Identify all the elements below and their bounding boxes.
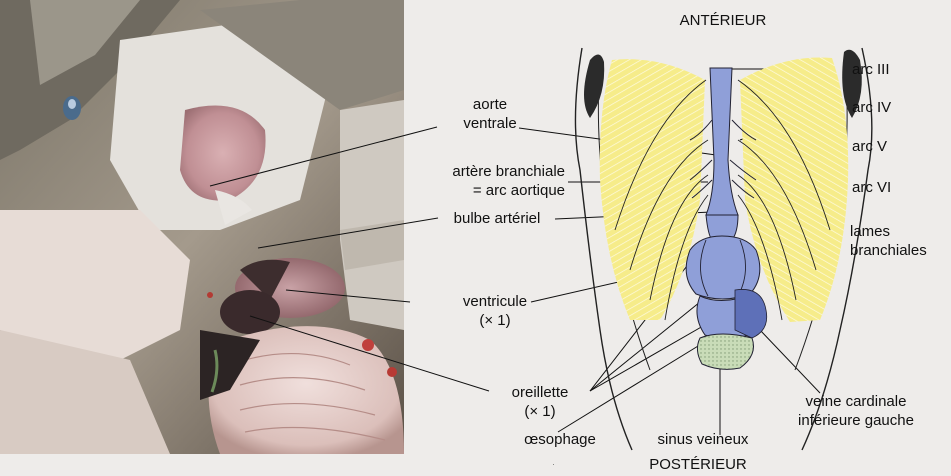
cardinal-vein: [735, 289, 767, 338]
svg-text:·: ·: [552, 459, 555, 469]
label-aorte-ventrale-line1: aorte: [435, 95, 545, 114]
orientation-posterior: POSTÉRIEUR: [618, 455, 778, 474]
label-arc-III: arc III: [852, 60, 890, 79]
label-veine-cardinale: veine cardinale inférieure gauche: [776, 392, 936, 430]
label-lames-branchiales: lames branchiales: [850, 222, 927, 260]
label-arc-V: arc V: [852, 137, 887, 156]
label-sinus-veineux: sinus veineux: [638, 430, 768, 449]
label-arc-VI: arc VI: [852, 178, 891, 197]
dissection-photo: [0, 0, 404, 454]
label-artere-branchiale-line1: artère branchiale: [415, 162, 565, 181]
sinus-venosus: [697, 334, 753, 369]
label-lames-branchiales-line1: lames: [850, 222, 927, 241]
label-veine-cardinale-line2: inférieure gauche: [776, 411, 936, 430]
label-artere-branchiale-line2: = arc aortique: [415, 181, 565, 200]
label-ventricule-line1: ventricule: [450, 292, 540, 311]
label-aorte-ventrale-line2: ventrale: [435, 114, 545, 133]
label-bulbe-arteriel: bulbe artériel: [437, 209, 557, 228]
label-oreillette-line2: (× 1): [495, 402, 585, 421]
label-artere-branchiale: artère branchiale = arc aortique: [415, 162, 565, 200]
label-oreillette-line1: oreillette: [495, 383, 585, 402]
label-lames-branchiales-line2: branchiales: [850, 241, 927, 260]
schema-ventricle: [686, 236, 760, 299]
label-ventricule: ventricule (× 1): [450, 292, 540, 330]
label-aorte-ventrale: aorte ventrale: [435, 95, 545, 133]
heart-schematic: [575, 48, 871, 450]
label-ventricule-line2: (× 1): [450, 311, 540, 330]
label-oreillette: oreillette (× 1): [495, 383, 585, 421]
label-veine-cardinale-line1: veine cardinale: [776, 392, 936, 411]
orientation-anterior: ANTÉRIEUR: [643, 11, 803, 30]
ventral-aorta: [706, 68, 738, 215]
label-oesophage: œsophage: [515, 430, 605, 449]
opercle-left: [584, 54, 604, 118]
label-arc-IV: arc IV: [852, 98, 891, 117]
